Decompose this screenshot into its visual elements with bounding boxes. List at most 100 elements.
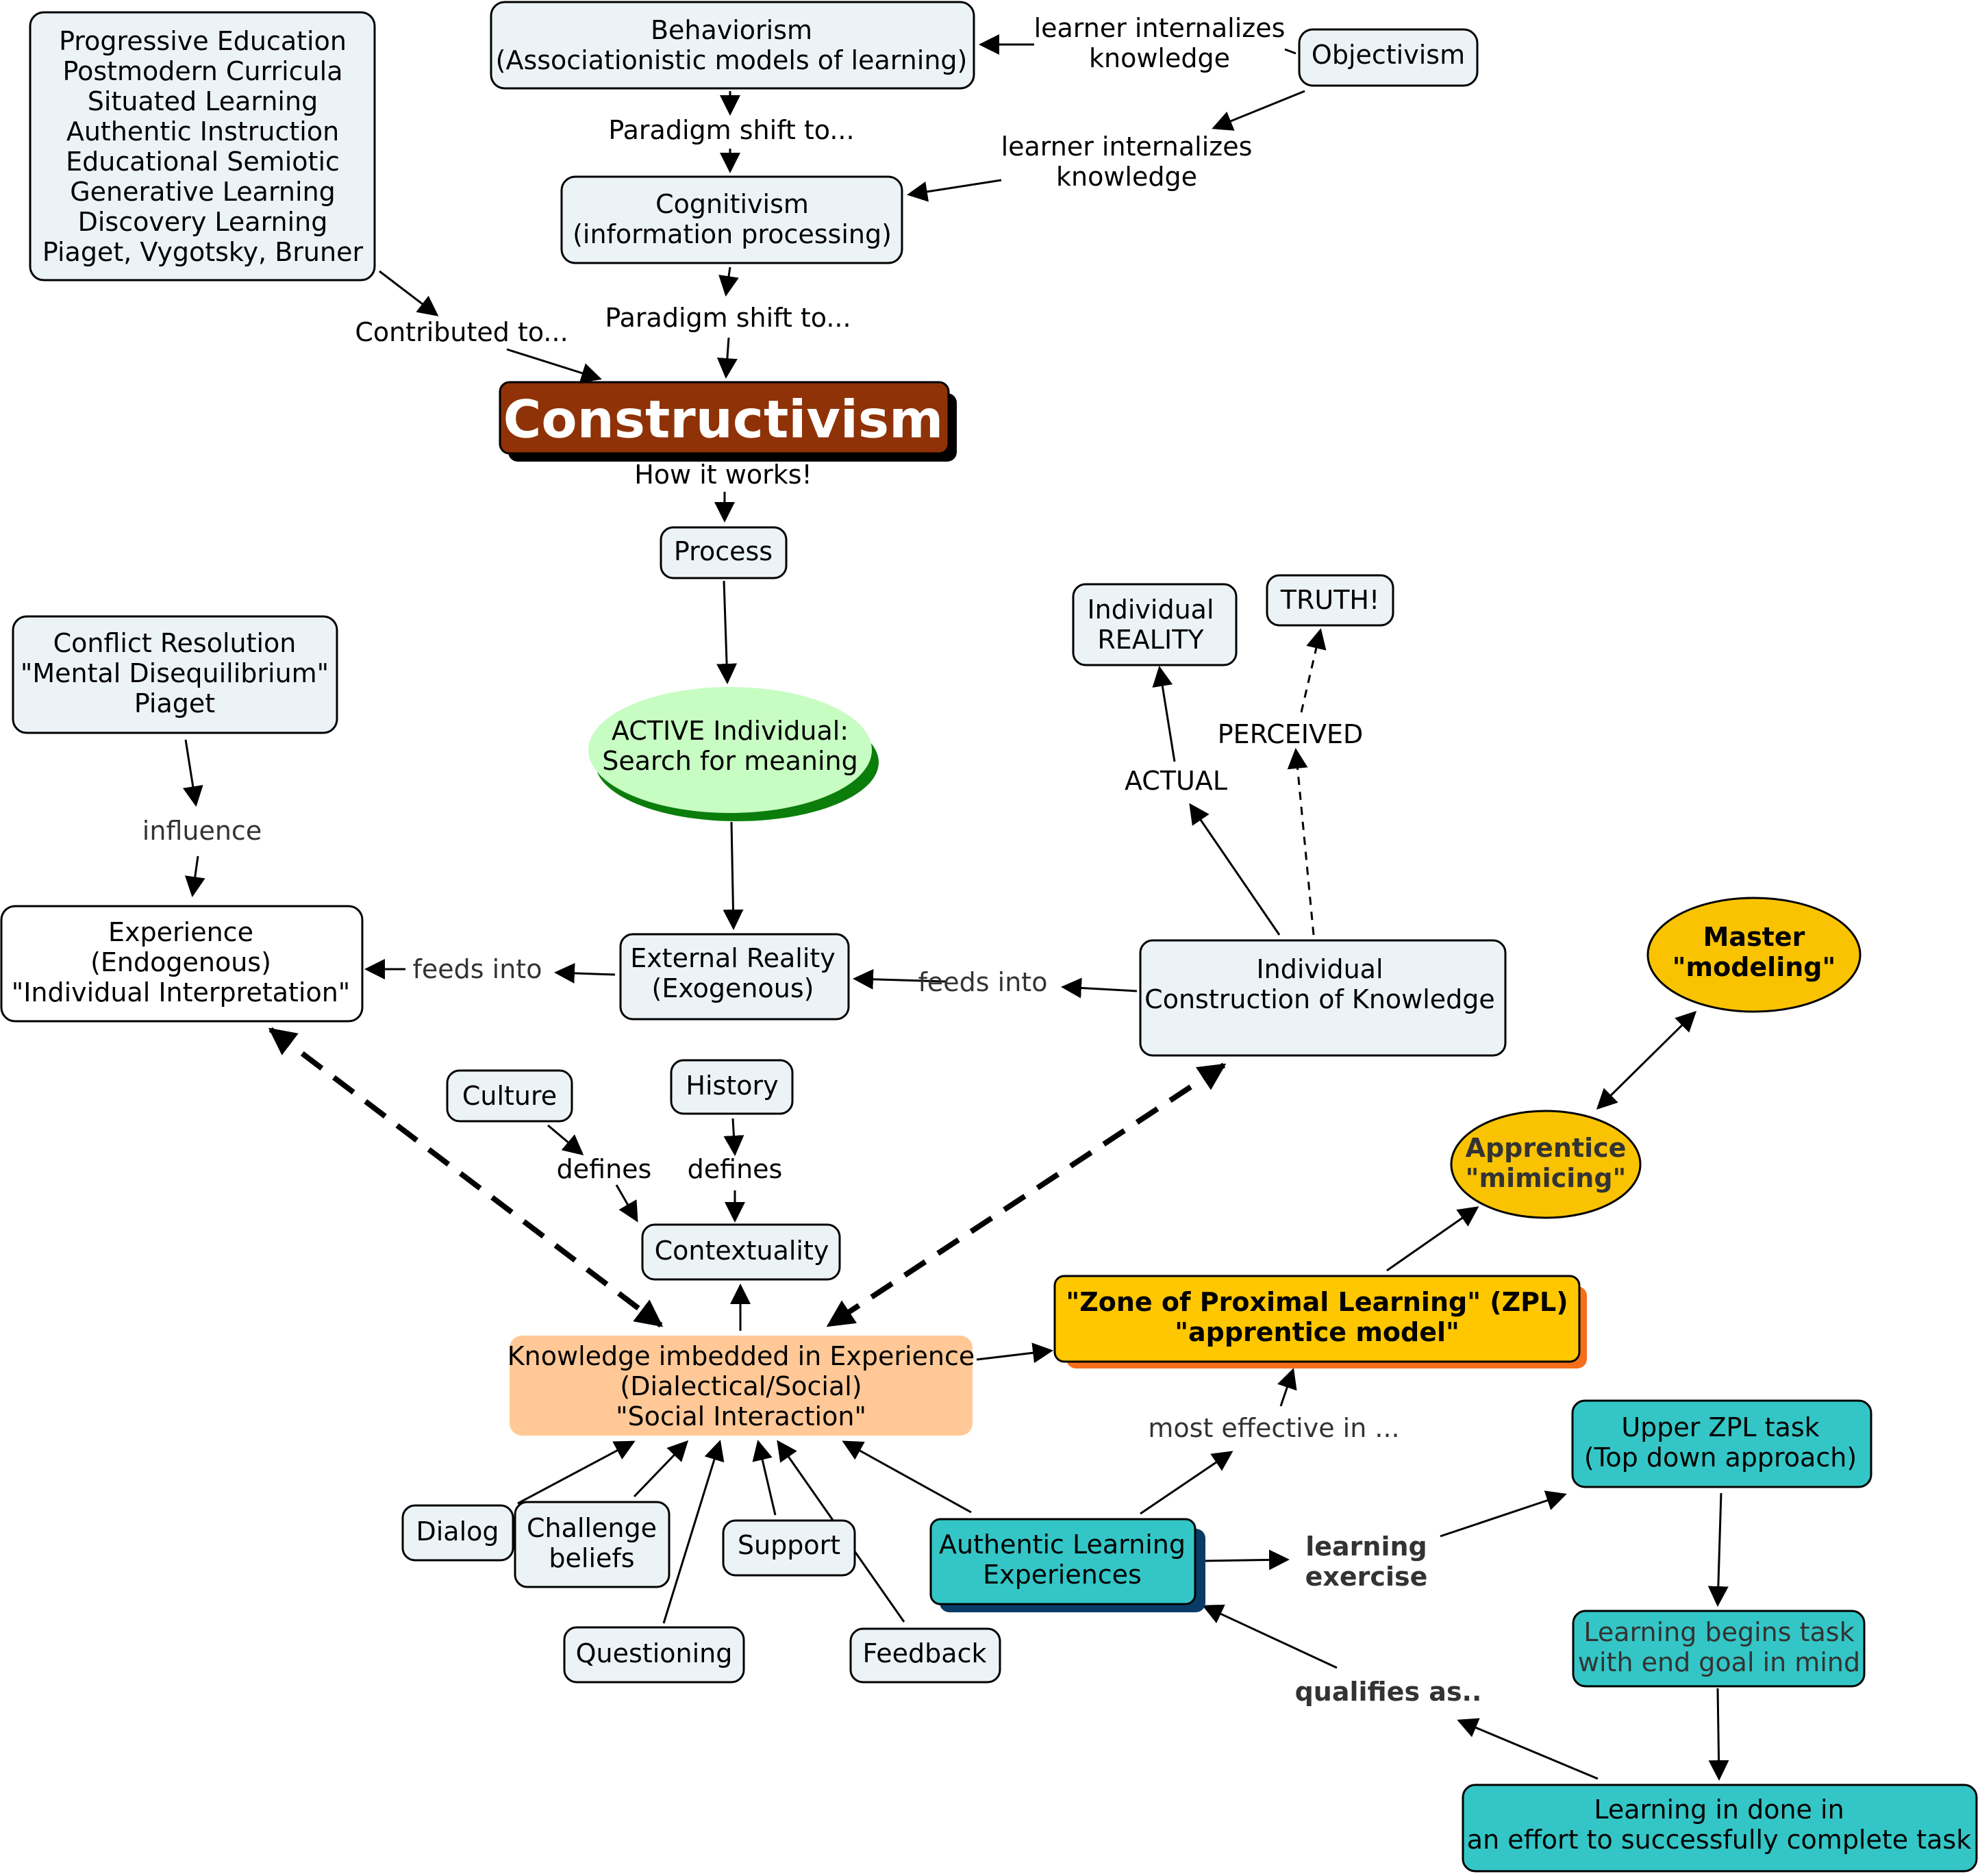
text-line: Situated Learning (88, 86, 318, 116)
node-constructivism[interactable]: Constructivism (499, 381, 957, 462)
node-box (490, 1, 975, 90)
node-box (29, 11, 376, 282)
edge-support-to-knowledge (752, 1440, 777, 1516)
text-line: Paradigm shift to... (605, 303, 851, 333)
label-defines-2: defines (688, 1154, 783, 1184)
text-line: REALITY (1097, 625, 1204, 655)
text-line: influence (142, 816, 262, 846)
text-line: Cognitivism (655, 189, 809, 219)
node-support[interactable]: Support (722, 1519, 856, 1577)
edge-perceived-to-truth (1300, 628, 1327, 713)
node-experience[interactable]: Experience(Endogenous)"Individual Interp… (0, 905, 364, 1023)
node-history[interactable]: History (670, 1059, 794, 1115)
node-external-reality[interactable]: External Reality(Exogenous) (619, 933, 850, 1021)
edge-construction-to-actual (1189, 803, 1281, 936)
node-active-individual[interactable]: ACTIVE Individual:Search for meaning (588, 687, 879, 821)
text-line: knowledge (1056, 162, 1197, 192)
edge-objectivism-to-label-1 (1284, 48, 1296, 55)
edge-label-2-to-cognitivism (907, 179, 1002, 202)
node-apprentice-mimicing[interactable]: Apprentice"mimicing" (1450, 1110, 1642, 1219)
node-box (1572, 1610, 1866, 1688)
text-line: learner internalizes (1001, 132, 1253, 162)
node-box (670, 1059, 794, 1115)
node-conflict-resolution[interactable]: Conflict Resolution"Mental Disequilibriu… (12, 615, 338, 734)
text-line: feeds into (413, 954, 542, 984)
label-feeds-into-1: feeds into (413, 954, 542, 984)
text-line: Contributed to... (355, 317, 568, 347)
node-truth[interactable]: TRUTH! (1266, 574, 1394, 627)
node-box (588, 687, 872, 813)
edge-authentic-to-most-effective (1140, 1451, 1233, 1515)
node-box (1571, 1399, 1872, 1488)
text-line: Challenge (527, 1513, 657, 1543)
node-box (12, 615, 338, 734)
text-line: Progressive Education (59, 26, 347, 56)
node-box (1646, 897, 1862, 1013)
text-line: PERCEIVED (1218, 719, 1363, 749)
text-line: Construction of Knowledge (1144, 984, 1495, 1014)
label-influence: influence (142, 816, 262, 846)
node-master-modeling[interactable]: Master"modeling" (1646, 897, 1862, 1013)
edge-learning-begins-to-done (1708, 1688, 1729, 1781)
text-line: Process (674, 536, 773, 566)
node-cognitivism[interactable]: Cognitivism(information processing) (560, 175, 903, 264)
edge-progressive-to-contributed (379, 270, 439, 316)
node-feedback[interactable]: Feedback (849, 1627, 1001, 1684)
text-line: Experiences (983, 1560, 1142, 1590)
node-questioning[interactable]: Questioning (563, 1626, 745, 1684)
node-box (510, 1336, 973, 1436)
text-line: Objectivism (1312, 40, 1465, 70)
edge-questioning-to-knowledge (662, 1440, 725, 1624)
text-line: beliefs (549, 1543, 634, 1573)
node-dialog[interactable]: Dialog (401, 1504, 514, 1562)
text-line: Support (738, 1530, 840, 1560)
text-line: Conflict Resolution (53, 628, 297, 658)
edge-process-to-active (716, 580, 738, 684)
text-line: Feedback (863, 1638, 987, 1668)
node-culture[interactable]: Culture (446, 1069, 573, 1123)
edge-shift-2-to-constructivism (716, 337, 738, 379)
text-line: Learning begins task (1583, 1617, 1854, 1647)
node-upper-zpl-task[interactable]: Upper ZPL task(Top down approach) (1571, 1399, 1872, 1488)
edge-culture-to-defines-1 (547, 1124, 584, 1155)
label-paradigm-shift-2: Paradigm shift to... (605, 303, 851, 333)
label-most-effective: most effective in ... (1148, 1413, 1399, 1443)
text-line: (Endogenous) (90, 947, 271, 977)
node-box (722, 1519, 856, 1577)
edge-done-to-qualifies (1457, 1718, 1599, 1780)
edge-apprentice-master (1596, 1010, 1697, 1110)
text-line: Learning in done in (1594, 1794, 1844, 1825)
node-knowledge-imbedded[interactable]: Knowledge imbedded in Experience(Dialect… (507, 1336, 975, 1436)
text-line: "Social Interaction" (616, 1401, 866, 1431)
node-box (1053, 1275, 1581, 1363)
edge-qualifies-to-authentic (1202, 1604, 1338, 1669)
text-line: Search for meaning (602, 746, 858, 776)
text-line: Dialog (416, 1516, 499, 1547)
edge-authentic-to-learning-exercise (1201, 1549, 1290, 1571)
text-line: Upper ZPL task (1621, 1412, 1819, 1442)
text-line: Culture (462, 1081, 557, 1111)
text-line: qualifies as.. (1295, 1677, 1482, 1707)
node-behaviorism[interactable]: Behaviorism(Associationistic models of l… (490, 1, 975, 90)
node-box (514, 1501, 671, 1588)
label-qualifies-as: qualifies as.. (1295, 1677, 1482, 1707)
node-objectivism[interactable]: Objectivism (1298, 28, 1479, 87)
text-line: (Dialectical/Social) (620, 1371, 862, 1401)
node-box (401, 1504, 514, 1562)
node-process[interactable]: Process (660, 526, 788, 579)
node-zpl[interactable]: "Zone of Proximal Learning" (ZPL)"appren… (1053, 1275, 1587, 1368)
text-line: Individual (1256, 954, 1383, 984)
edge-contributed-to-constructivism (506, 348, 602, 384)
node-contextuality[interactable]: Contextuality (641, 1223, 841, 1281)
text-line: Authentic Instruction (66, 116, 339, 147)
